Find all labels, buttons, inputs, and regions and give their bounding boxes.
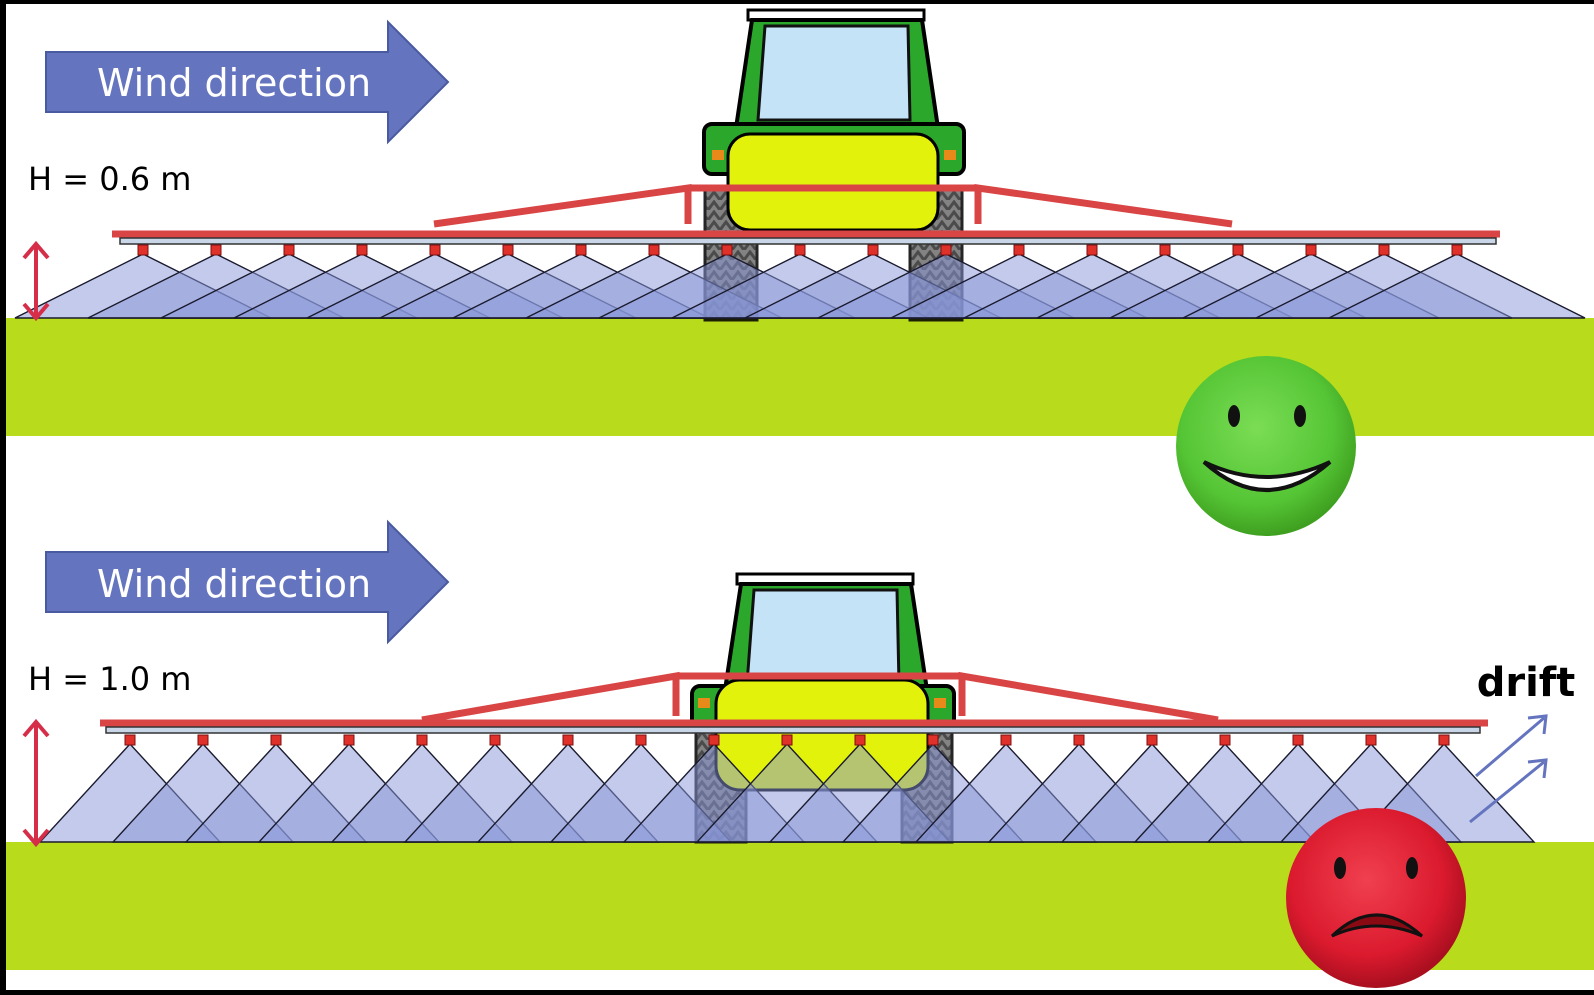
spray-tank	[726, 132, 940, 232]
arrow-up-right-icon	[1469, 714, 1548, 824]
double-arrow-vertical-icon	[22, 240, 50, 322]
spray-cones	[14, 253, 1586, 319]
ground-strip	[6, 318, 1594, 436]
nozzles	[137, 244, 1463, 256]
nozzle	[502, 244, 514, 256]
wind-arrow: Wind direction	[45, 519, 450, 645]
nozzle	[210, 244, 222, 256]
nozzle	[927, 734, 939, 746]
arrow-right-icon	[45, 19, 450, 145]
nozzle	[575, 244, 587, 256]
nozzle	[1146, 734, 1158, 746]
nozzle	[781, 734, 793, 746]
nozzle	[1305, 244, 1317, 256]
double-arrow-vertical-icon	[22, 718, 50, 848]
nozzle	[356, 244, 368, 256]
nozzle	[1292, 734, 1304, 746]
nozzle	[197, 734, 209, 746]
nozzles	[124, 734, 1450, 746]
nozzle	[940, 244, 952, 256]
drift-label: drift	[1477, 660, 1576, 706]
height-label: H = 0.6 m	[28, 160, 191, 198]
spray-tank	[714, 678, 930, 792]
nozzle	[1378, 244, 1390, 256]
happy-face	[1176, 356, 1356, 536]
nozzle	[1086, 244, 1098, 256]
nozzle	[343, 734, 355, 746]
spray-boom	[112, 183, 1500, 245]
nozzle	[1000, 734, 1012, 746]
wind-arrow: Wind direction	[45, 19, 450, 145]
right-light	[944, 150, 956, 160]
nozzle	[270, 734, 282, 746]
nozzle	[635, 734, 647, 746]
nozzle	[1219, 734, 1231, 746]
spray-cone	[1328, 253, 1586, 319]
nozzle	[137, 244, 149, 256]
nozzle	[648, 244, 660, 256]
nozzle	[1073, 734, 1085, 746]
nozzle	[562, 734, 574, 746]
nozzle	[1438, 734, 1450, 746]
nozzle	[854, 734, 866, 746]
nozzle-pipe	[119, 237, 1497, 245]
sad-face	[1286, 808, 1466, 988]
nozzle	[867, 244, 879, 256]
nozzle	[1013, 244, 1025, 256]
wind-label: Wind direction	[97, 562, 371, 606]
nozzle	[1232, 244, 1244, 256]
cab-window	[745, 588, 901, 686]
left-light	[712, 150, 724, 160]
nozzle	[1365, 734, 1377, 746]
nozzle	[429, 244, 441, 256]
nozzle	[721, 244, 733, 256]
panel-bottom: Wind direction H = 1.0 m drift	[6, 519, 1594, 988]
nozzle	[1451, 244, 1463, 256]
nozzle	[416, 734, 428, 746]
nozzle	[489, 734, 501, 746]
cab-window	[756, 24, 912, 122]
nozzle-pipe	[105, 726, 1481, 734]
spray-boom	[100, 671, 1488, 734]
height-label: H = 1.0 m	[28, 660, 191, 698]
nozzle	[794, 244, 806, 256]
nozzle	[283, 244, 295, 256]
nozzle	[708, 734, 720, 746]
smiley-sad-icon	[1286, 808, 1466, 988]
left-light	[698, 698, 710, 708]
smiley-happy-icon	[1176, 356, 1356, 536]
wind-label: Wind direction	[97, 61, 371, 105]
spray-cones	[38, 742, 1536, 843]
arrow-right-icon	[45, 519, 450, 645]
right-light	[934, 698, 946, 708]
nozzle	[124, 734, 136, 746]
panel-top: Wind direction H = 0.6 m	[6, 8, 1594, 536]
nozzle	[1159, 244, 1171, 256]
